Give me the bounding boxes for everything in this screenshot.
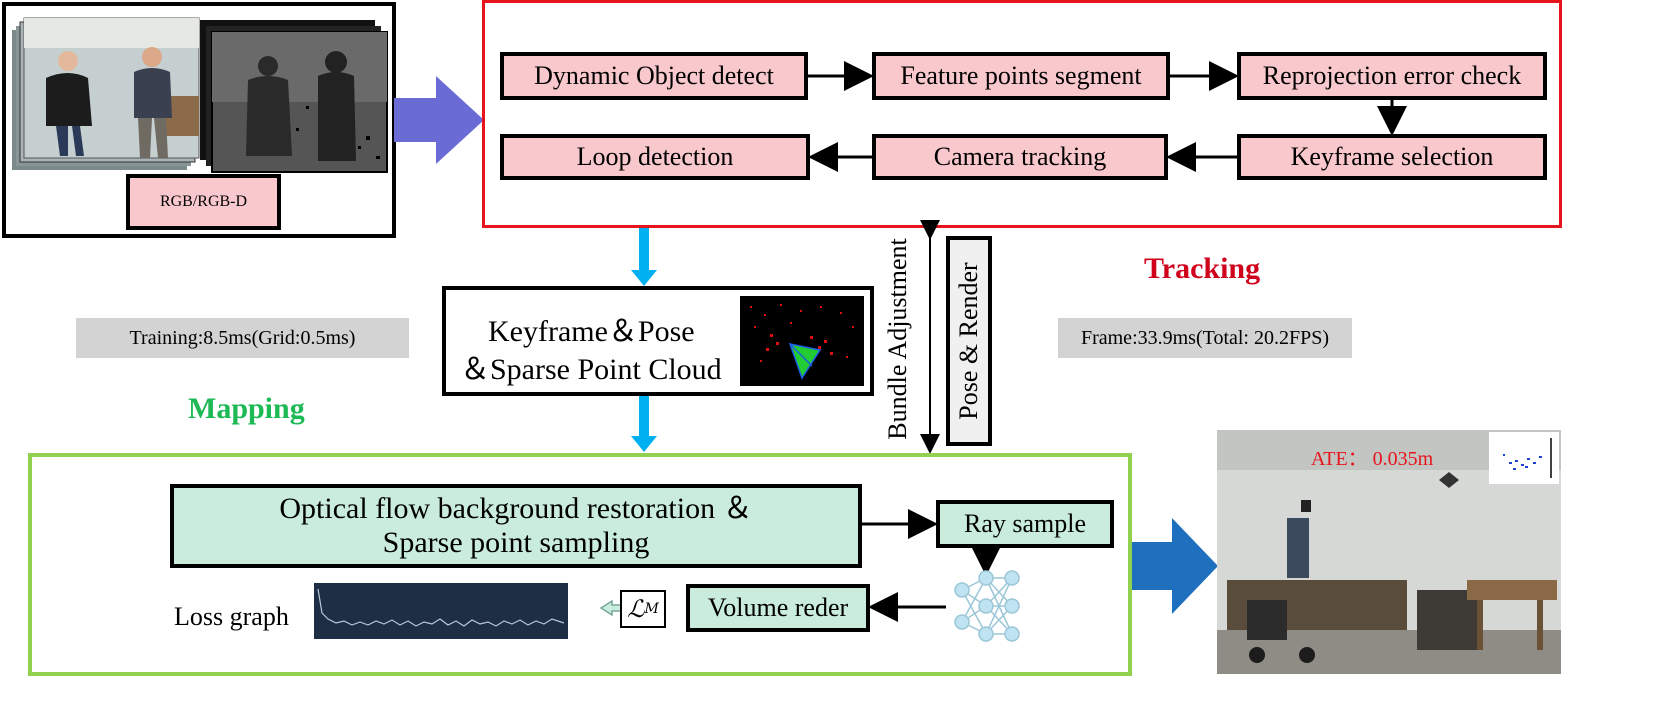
input-to-tracking-arrow bbox=[394, 76, 484, 164]
loss-subscript: M bbox=[644, 601, 659, 617]
ray-sample-box: Ray sample bbox=[936, 500, 1114, 548]
keyframe-selection-box: Keyframe selection bbox=[1237, 134, 1547, 180]
training-timing: Training:8.5ms(Grid:0.5ms) bbox=[76, 318, 409, 358]
optical-flow-line1: Optical flow background restoration ＆ bbox=[279, 492, 753, 525]
blue-arrow-top-head bbox=[631, 270, 657, 286]
keyframe-pose-line1: Keyframe＆Pose bbox=[488, 315, 695, 348]
frame-timing: Frame:33.9ms(Total: 20.2FPS) bbox=[1058, 318, 1352, 358]
pose-render-box: Pose & Render bbox=[946, 236, 992, 446]
tracking-label: Tracking bbox=[1144, 252, 1261, 285]
input-panel: RGB/RGB-D bbox=[2, 2, 396, 238]
optical-flow-line2: Sparse point sampling bbox=[382, 526, 650, 559]
neural-network-icon bbox=[954, 570, 1020, 642]
loss-graph-label: Loss graph bbox=[174, 602, 289, 631]
rgb-badge: RGB/RGB-D bbox=[126, 174, 281, 230]
trajectory-thumbnail bbox=[1489, 432, 1559, 484]
blue-arrow-bottom-head bbox=[631, 436, 657, 452]
loss-graph-image bbox=[314, 583, 568, 639]
rendered-output-image: ATE： 0.035m bbox=[1217, 430, 1561, 674]
keyframe-pose-line2: ＆Sparse Point Cloud bbox=[460, 353, 722, 386]
blue-arrow-top-shaft bbox=[639, 228, 649, 272]
input-frames-image bbox=[12, 17, 388, 173]
keyframe-pose-box: Keyframe＆Pose ＆Sparse Point Cloud bbox=[442, 286, 874, 396]
mapping-to-output-arrow bbox=[1132, 518, 1218, 614]
blue-arrow-bottom-shaft bbox=[639, 394, 649, 438]
dynamic-object-detect-box: Dynamic Object detect bbox=[500, 52, 808, 100]
reprojection-error-check-box: Reprojection error check bbox=[1237, 52, 1547, 100]
sparse-point-cloud-image bbox=[740, 296, 864, 386]
loop-detection-box: Loop detection bbox=[500, 134, 810, 180]
tracking-panel bbox=[482, 0, 1562, 228]
mapping-label: Mapping bbox=[188, 392, 305, 425]
feature-points-segment-box: Feature points segment bbox=[872, 52, 1170, 100]
mapping-panel bbox=[28, 453, 1132, 676]
bundle-adjustment-label: Bundle Adjustment bbox=[883, 238, 912, 440]
ate-label: ATE： 0.035m bbox=[1311, 448, 1434, 470]
volume-render-box: Volume reder bbox=[686, 584, 870, 632]
camera-tracking-box: Camera tracking bbox=[872, 134, 1168, 180]
optical-flow-box: Optical flow background restoration ＆ Sp… bbox=[170, 484, 862, 568]
loss-symbol: ℒ bbox=[627, 595, 645, 623]
